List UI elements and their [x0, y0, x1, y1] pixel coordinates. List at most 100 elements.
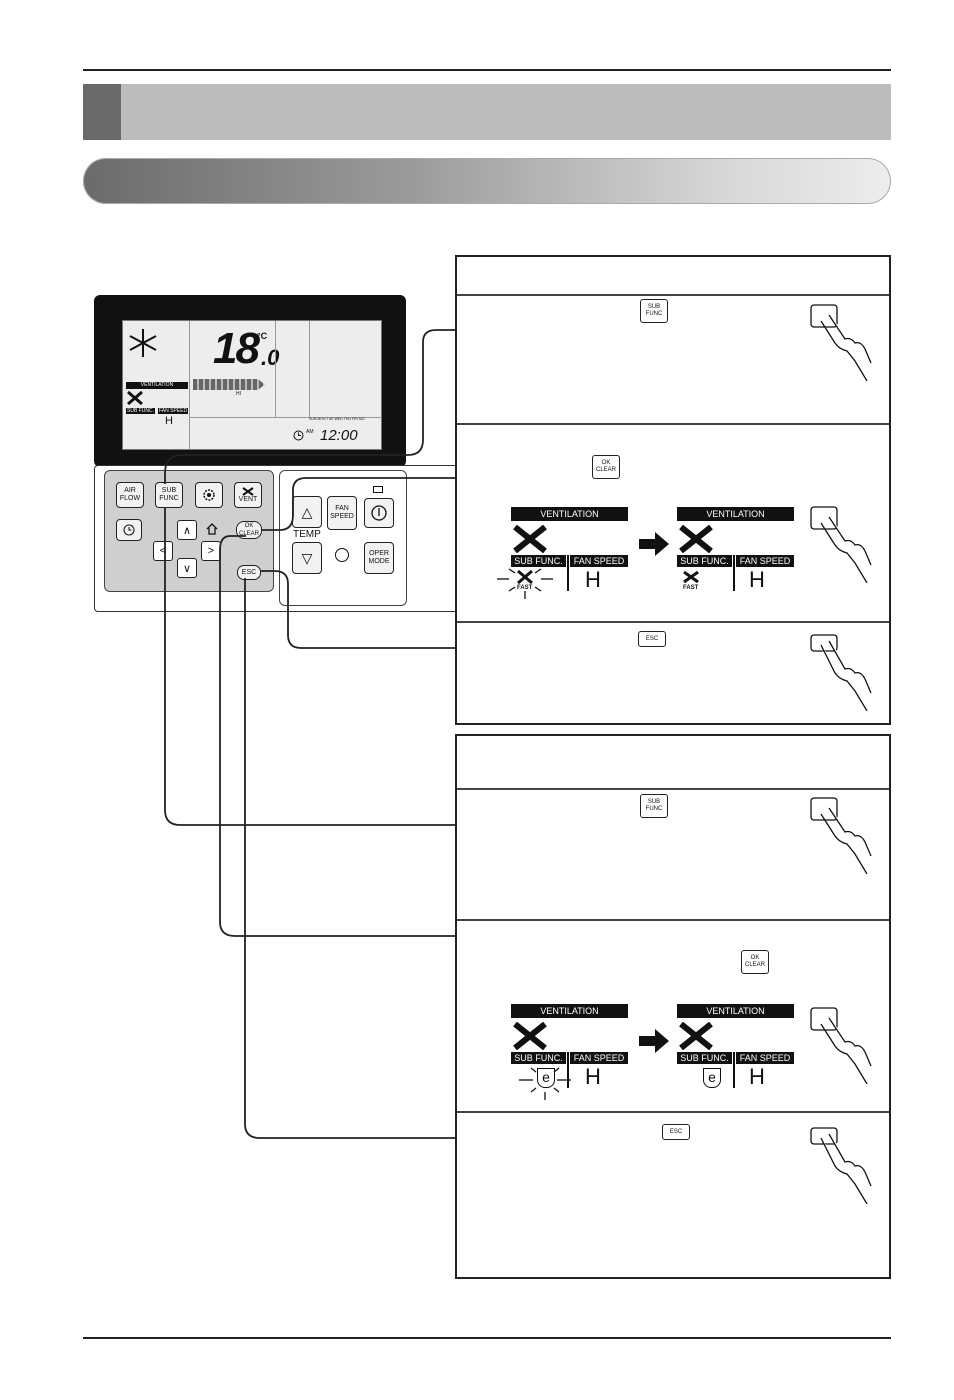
section-title-tab	[83, 84, 121, 140]
power-icon	[371, 505, 387, 521]
clock-icon	[293, 430, 304, 441]
lcd-fan-speed-value: H	[165, 415, 173, 427]
lcd-fan-level: HI	[236, 391, 241, 397]
fan-speed-value: H	[749, 567, 765, 592]
lcd-divider	[189, 417, 381, 418]
power-indicator-led	[373, 486, 383, 493]
oper-mode-button[interactable]: OPER MODE	[364, 542, 394, 574]
lcd-clock: 12:00	[320, 427, 358, 444]
sub-func-key-icon: SUB FUNC	[640, 299, 668, 323]
fan-speed-value: H	[749, 1064, 765, 1089]
vent-button[interactable]: VENT	[234, 482, 262, 508]
timer-button[interactable]	[116, 519, 142, 541]
fan-speed-label: FAN SPEED	[570, 555, 628, 567]
lcd-day: WED	[334, 417, 343, 421]
esc-button[interactable]: ESC	[237, 565, 261, 580]
blink-rays-icon	[519, 1067, 571, 1100]
blink-rays-icon	[497, 568, 553, 599]
ok-clear-key-icon: OK CLEAR	[592, 455, 620, 479]
clock-icon	[123, 524, 135, 536]
temp-label: TEMP	[293, 529, 321, 540]
hand-press-sub-func-icon	[810, 797, 872, 874]
lcd-vent-icon	[127, 391, 143, 405]
top-rule	[83, 69, 891, 71]
label-separator	[567, 555, 569, 591]
arrow-right-icon	[639, 532, 669, 556]
hand-press-ok-clear-icon	[810, 506, 872, 583]
sub-func-label: SUB FUNC.	[511, 555, 566, 567]
lcd-divider	[189, 321, 190, 449]
fast-mode-text: FAST	[517, 585, 533, 591]
section-title-bar	[83, 84, 891, 140]
gear-icon	[203, 489, 215, 501]
esc-key-icon: ESC	[638, 631, 666, 647]
lcd-divider	[309, 321, 310, 417]
fan-speed-button[interactable]: FAN SPEED	[327, 496, 357, 530]
ventilation-label: VENTILATION	[677, 1004, 794, 1018]
hand-press-esc-icon	[810, 1127, 872, 1204]
power-button[interactable]	[364, 498, 394, 528]
subsection-heading-bar	[83, 158, 891, 204]
lcd-am: AM	[306, 429, 314, 435]
lcd-day: SUN	[309, 417, 317, 421]
remote-right-button-pad	[279, 470, 407, 606]
lcd-unit: °C	[257, 331, 268, 341]
home-icon	[206, 523, 218, 535]
arrow-right-icon	[639, 1029, 669, 1053]
air-flow-button[interactable]: AIR FLOW	[116, 482, 144, 508]
hand-press-esc-icon	[810, 634, 872, 711]
sub-func-button[interactable]: SUB FUNC	[155, 482, 183, 508]
sensor-dot	[335, 548, 349, 562]
panel-divider	[457, 788, 889, 790]
remote-lcd: 18 .0 °C VENTILATION HI SUB FUNC. FAN SP…	[122, 320, 382, 450]
fast-mode-text: FAST	[683, 585, 699, 591]
panel-divider	[457, 423, 889, 425]
sub-func-label: SUB FUNC.	[677, 1052, 732, 1064]
up-arrow-button[interactable]: ∧	[177, 520, 197, 540]
fan-speed-label: FAN SPEED	[570, 1052, 628, 1064]
hand-press-ok-clear-icon	[810, 1007, 872, 1084]
esc-key-icon: ESC	[662, 1124, 690, 1140]
lcd-day: SAT	[358, 417, 366, 421]
bottom-rule	[83, 1337, 891, 1339]
settings-button[interactable]	[195, 482, 223, 508]
lcd-ventilation-label: VENTILATION	[126, 382, 188, 389]
fan-speed-value: H	[585, 567, 601, 592]
sub-func-label: SUB FUNC.	[511, 1052, 566, 1064]
lcd-day: THU	[343, 417, 351, 421]
fan-speed-value: H	[585, 1064, 601, 1089]
vent-icon	[513, 1022, 547, 1050]
lcd-divider	[275, 321, 276, 417]
lcd-day: MON	[317, 417, 326, 421]
ok-clear-button[interactable]: OK CLEAR	[236, 521, 262, 539]
lcd-day: FRI	[351, 417, 358, 421]
lcd-fan-speed-label: FAN SPEED	[158, 408, 189, 414]
e-mode-icon: e	[703, 1068, 721, 1088]
lcd-temperature: 18	[213, 324, 260, 373]
ok-clear-key-icon: OK CLEAR	[741, 950, 769, 974]
lcd-fan-level-bar	[193, 379, 265, 390]
e-mode-icon: e	[537, 1068, 555, 1088]
ventilation-label: VENTILATION	[677, 507, 794, 521]
left-arrow-button[interactable]: <	[153, 541, 173, 561]
fan-speed-label: FAN SPEED	[736, 1052, 794, 1064]
panel-divider	[457, 294, 889, 296]
ventilation-label: VENTILATION	[511, 1004, 628, 1018]
vent-button-label: VENT	[238, 495, 258, 503]
fast-mode-icon	[683, 571, 699, 583]
sub-func-key-icon: SUB FUNC	[640, 794, 668, 818]
lcd-days: SUN MON TUE WED THU FRI SAT	[309, 417, 365, 421]
temp-down-button[interactable]: ▽	[292, 542, 322, 574]
vent-icon	[242, 486, 254, 496]
lcd-temperature-decimal: .0	[261, 345, 280, 370]
panel-divider	[457, 621, 889, 623]
down-arrow-button[interactable]: ∨	[177, 558, 197, 578]
lcd-sub-func-label: SUB FUNC.	[126, 408, 155, 414]
vent-icon	[679, 1022, 713, 1050]
vent-icon	[513, 525, 547, 553]
label-separator	[733, 555, 735, 591]
ventilation-label: VENTILATION	[511, 507, 628, 521]
vent-icon	[679, 525, 713, 553]
label-separator	[733, 1052, 735, 1088]
